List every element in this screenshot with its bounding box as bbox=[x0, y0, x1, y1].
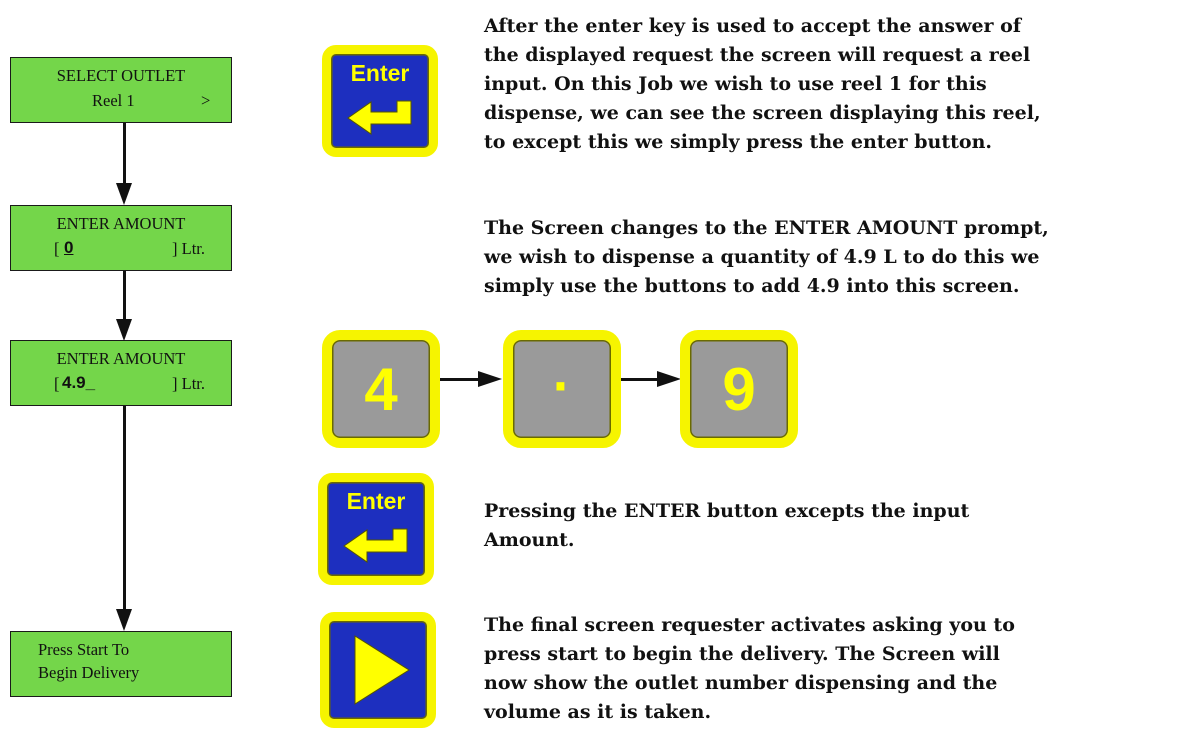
unit-label: ] Ltr. bbox=[172, 374, 205, 393]
instruction-paragraph-4: The final screen requester activates ask… bbox=[484, 614, 1015, 723]
lcd-enter-amount-filled: ENTER AMOUNT [ 4.9_ ] Ltr. bbox=[10, 340, 232, 406]
flow-arrow-line bbox=[123, 271, 126, 321]
unit-label: ] Ltr. bbox=[172, 239, 205, 258]
key-decimal-point: · bbox=[503, 330, 621, 448]
lcd-line-2: Reel 1 > bbox=[11, 91, 231, 113]
flow-arrow-head bbox=[116, 319, 132, 341]
instruction-paragraph-2: The Screen changes to the ENTER AMOUNT p… bbox=[484, 217, 1049, 297]
reel-label: Reel 1 bbox=[92, 91, 135, 110]
lcd-press-start: Press Start To Begin Delivery bbox=[10, 631, 232, 697]
enter-key: Enter bbox=[322, 45, 438, 157]
lcd-line-1: Press Start To bbox=[38, 640, 130, 659]
bracket-open: [ bbox=[54, 239, 60, 258]
enter-arrow-icon bbox=[347, 100, 412, 135]
key-4: 4 bbox=[322, 330, 440, 448]
lcd-select-outlet: SELECT OUTLET Reel 1 > bbox=[10, 57, 232, 123]
flow-arrow-head bbox=[116, 609, 132, 631]
flow-arrow-head bbox=[116, 183, 132, 205]
lcd-enter-amount-empty: ENTER AMOUNT [ 0 ] Ltr. bbox=[10, 205, 232, 271]
instruction-paragraph-3: Pressing the ENTER button excepts the in… bbox=[484, 500, 970, 551]
bracket-open: [ bbox=[54, 374, 60, 393]
lcd-line-2: [ 4.9_ ] Ltr. bbox=[11, 373, 231, 396]
start-key bbox=[320, 612, 436, 728]
enter-key: Enter bbox=[318, 473, 434, 585]
enter-arrow-icon bbox=[343, 528, 408, 563]
sequence-arrow-line bbox=[440, 378, 480, 381]
enter-key-label: Enter bbox=[350, 60, 410, 86]
sequence-arrow-head bbox=[657, 371, 681, 387]
flow-arrow-line bbox=[123, 406, 126, 611]
instruction-paragraph-1: After the enter key is used to accept th… bbox=[484, 15, 1041, 153]
lcd-line-1: SELECT OUTLET bbox=[56, 66, 186, 85]
lcd-line-1: ENTER AMOUNT bbox=[56, 349, 186, 368]
play-icon bbox=[354, 635, 410, 705]
flow-arrow-line bbox=[123, 123, 126, 185]
sequence-arrow-line bbox=[621, 378, 659, 381]
lcd-line-2: [ 0 ] Ltr. bbox=[11, 238, 231, 261]
amount-value: 4.9_ bbox=[62, 373, 96, 392]
lcd-line-1: ENTER AMOUNT bbox=[56, 214, 186, 233]
sequence-arrow-head bbox=[478, 371, 502, 387]
lcd-line-2: Begin Delivery bbox=[38, 663, 140, 682]
enter-key-label: Enter bbox=[346, 488, 406, 514]
next-indicator: > bbox=[201, 91, 211, 110]
amount-value: 0 bbox=[64, 238, 74, 257]
key-9: 9 bbox=[680, 330, 798, 448]
